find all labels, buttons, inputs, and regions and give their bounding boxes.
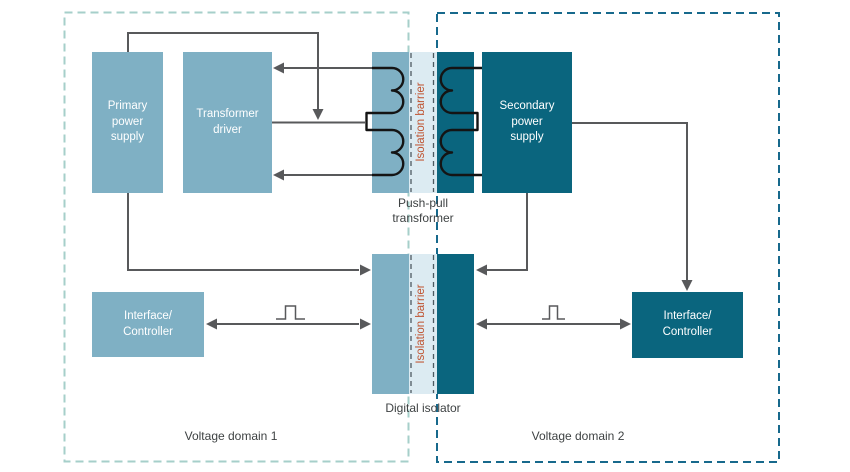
driver-to-transformer-wires xyxy=(272,62,373,181)
secondary-to-isolator-wire xyxy=(476,193,528,276)
voltage-domain-1-label: Voltage domain 1 xyxy=(184,429,278,443)
secondary-to-interface2-wire xyxy=(572,122,693,291)
primary-power-supply-box: Primary power supply xyxy=(92,52,163,193)
arrow-left-icon xyxy=(273,62,284,74)
feedback-wire xyxy=(127,32,324,120)
interface-controller-1-box: Interface/ Controller xyxy=(92,292,204,357)
isolation-barrier-label-top: Isolation barrier xyxy=(415,82,427,162)
primary-winding-coil xyxy=(365,66,405,177)
arrow-down-icon xyxy=(681,280,693,291)
arrow-right-icon xyxy=(360,318,371,330)
arrow-left-icon xyxy=(476,264,487,276)
arrow-down-icon xyxy=(312,109,324,120)
secondary-power-supply-box: Secondary power supply xyxy=(482,52,572,193)
digital-isolator-block xyxy=(372,254,474,394)
arrow-right-icon xyxy=(620,318,631,330)
arrow-left-icon xyxy=(206,318,217,330)
arrow-left-icon xyxy=(273,169,284,181)
push-pull-transformer-label: Push-pull transformer xyxy=(392,196,454,225)
voltage-domain-1-boundary xyxy=(63,11,410,463)
isolation-barrier-label-bottom: Isolation barrier xyxy=(415,284,427,364)
secondary-winding-coil xyxy=(439,66,482,177)
arrow-right-icon xyxy=(360,264,371,276)
transformer-driver-box: Transformer driver xyxy=(183,52,272,193)
interface1-isolator-link xyxy=(206,305,371,330)
arrow-left-icon xyxy=(476,318,487,330)
isolator-interface2-link xyxy=(476,305,631,330)
push-pull-transformer-block xyxy=(372,52,474,193)
digital-isolator-label: Digital isolator xyxy=(385,401,461,415)
voltage-domain-2-label: Voltage domain 2 xyxy=(531,429,625,443)
interface-controller-2-box: Interface/ Controller xyxy=(632,292,743,358)
voltage-domain-2-boundary xyxy=(436,12,780,463)
pulse-signal-icon xyxy=(542,305,565,320)
pulse-signal-icon xyxy=(276,305,305,320)
primary-to-isolator-wire xyxy=(127,193,371,276)
